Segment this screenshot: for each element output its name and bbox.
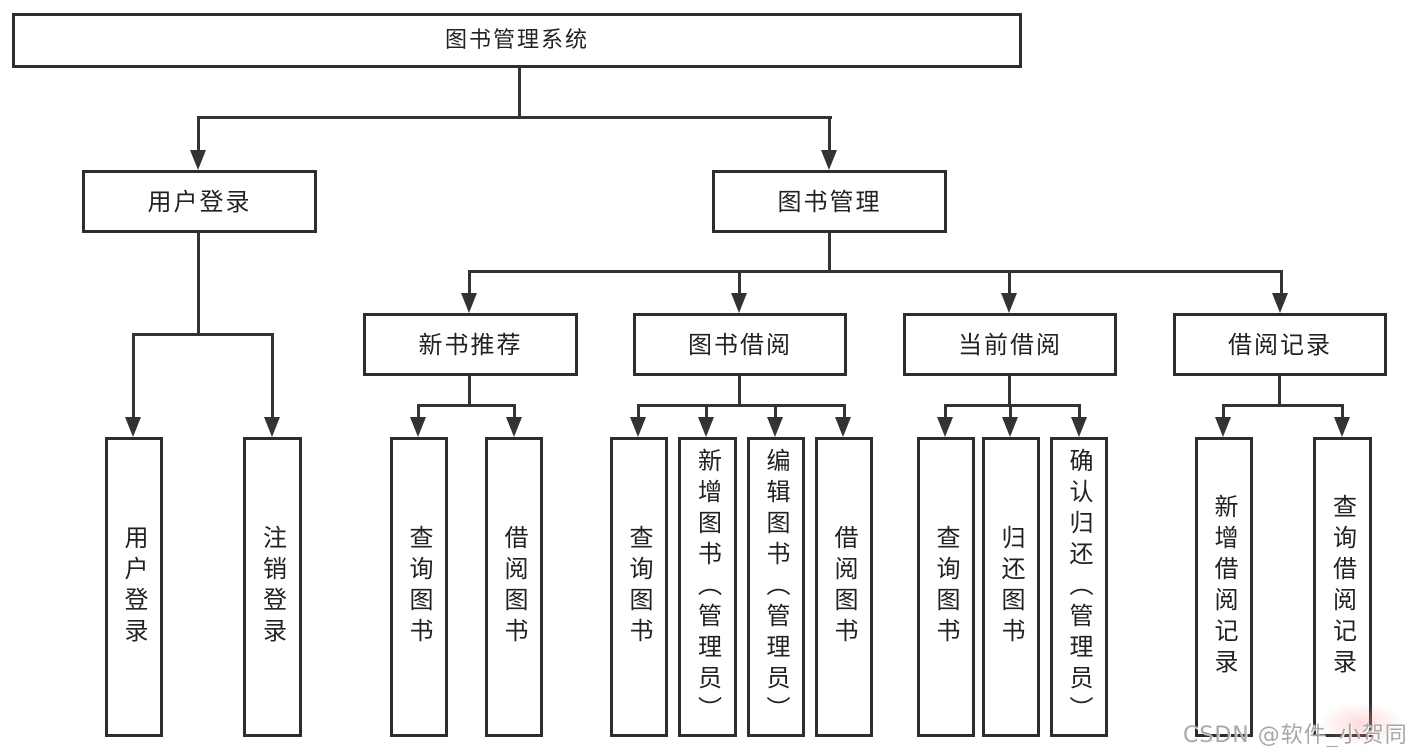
leaf-borrow-book-label: 借阅图书 (830, 525, 858, 649)
leaf-add-borrow-record: 新增借阅记录 (1195, 437, 1253, 737)
connector-line (197, 116, 200, 156)
watermark-pink-glow (1318, 702, 1405, 747)
arrow-down-icon (410, 417, 426, 437)
connector-line (637, 404, 640, 420)
leaf-user-login-label: 用户登录 (120, 525, 148, 649)
connector-line (738, 376, 741, 407)
leaf-query-book-current: 查询图书 (917, 437, 975, 737)
leaf-edit-book-admin-label: 编辑图书（管理员） (762, 447, 790, 727)
leaf-confirm-return-admin-label: 确认归还（管理员） (1065, 447, 1093, 727)
leaf-user-login: 用户登录 (105, 437, 163, 737)
arrow-down-icon (731, 293, 747, 313)
leaf-logout-login: 注销登录 (243, 437, 302, 737)
connector-line (637, 404, 846, 407)
node-book-borrow: 图书借阅 (633, 313, 847, 376)
node-root-label: 图书管理系统 (444, 27, 589, 53)
connector-line (774, 404, 777, 420)
connector-line (1008, 270, 1011, 298)
leaf-add-book-admin: 新增图书（管理员） (678, 437, 737, 737)
arrow-down-icon (1272, 293, 1288, 313)
leaf-borrow-book-recommend-label: 借阅图书 (500, 525, 528, 649)
connector-line (518, 68, 521, 119)
connector-line (944, 404, 1081, 407)
connector-line (197, 116, 832, 119)
node-book-management-label: 图书管理 (777, 187, 882, 216)
arrow-down-icon (937, 417, 953, 437)
connector-line (468, 270, 471, 298)
arrow-down-icon (264, 417, 280, 437)
node-current-borrow-label: 当前借阅 (958, 330, 1062, 359)
connector-line (271, 333, 274, 420)
leaf-query-book-recommend: 查询图书 (390, 437, 448, 737)
leaf-add-book-admin-label: 新增图书（管理员） (693, 447, 722, 727)
connector-line (1008, 376, 1011, 407)
node-borrow-record-label: 借阅记录 (1228, 330, 1332, 359)
leaf-borrow-book-recommend: 借阅图书 (485, 437, 543, 737)
node-user-login-label: 用户登录 (147, 187, 252, 216)
leaf-query-borrow-record-label: 查询借阅记录 (1328, 494, 1357, 680)
leaf-return-book-label: 归还图书 (997, 525, 1025, 649)
arrow-down-icon (835, 417, 851, 437)
arrow-down-icon (506, 417, 522, 437)
connector-line (944, 404, 947, 420)
node-book-borrow-label: 图书借阅 (688, 330, 792, 359)
arrow-down-icon (821, 150, 837, 170)
watermark: CSDN @软件_小贺同学 (1183, 723, 1405, 747)
leaf-confirm-return-admin: 确认归还（管理员） (1050, 437, 1108, 737)
connector-line (738, 270, 741, 298)
connector-line (513, 404, 516, 420)
connector-line (417, 404, 420, 420)
leaf-add-borrow-record-label: 新增借阅记录 (1210, 494, 1238, 680)
node-new-book-recommend-label: 新书推荐 (418, 330, 523, 359)
leaf-query-book-recommend-label: 查询图书 (405, 525, 433, 649)
arrow-down-icon (767, 417, 783, 437)
connector-line (705, 404, 708, 420)
arrow-down-icon (125, 417, 141, 437)
arrow-down-icon (630, 417, 646, 437)
arrow-down-icon (1002, 417, 1018, 437)
connector-line (197, 233, 200, 336)
node-book-management: 图书管理 (712, 170, 947, 233)
connector-line (468, 270, 1283, 273)
node-user-login: 用户登录 (82, 170, 317, 233)
connector-line (417, 404, 516, 407)
connector-line (132, 333, 135, 420)
connector-line (828, 233, 831, 273)
node-borrow-record: 借阅记录 (1173, 313, 1387, 376)
connector-line (132, 333, 274, 336)
arrow-down-icon (1334, 417, 1350, 437)
leaf-return-book: 归还图书 (982, 437, 1040, 737)
connector-line (1222, 404, 1225, 420)
connector-line (1222, 404, 1344, 407)
connector-line (1078, 404, 1081, 420)
leaf-borrow-book: 借阅图书 (815, 437, 873, 737)
leaf-query-book-borrow-label: 查询图书 (625, 525, 653, 649)
arrow-down-icon (698, 417, 714, 437)
connector-line (1280, 270, 1283, 298)
connector-line (1009, 404, 1012, 420)
connector-line (468, 376, 471, 407)
leaf-edit-book-admin: 编辑图书（管理员） (747, 437, 805, 737)
node-root: 图书管理系统 (12, 13, 1022, 68)
node-new-book-recommend: 新书推荐 (363, 313, 578, 376)
connector-line (1278, 376, 1281, 407)
arrow-down-icon (1215, 417, 1231, 437)
leaf-query-borrow-record: 查询借阅记录 (1313, 437, 1372, 737)
leaf-query-book-current-label: 查询图书 (932, 525, 960, 649)
leaf-logout-login-label: 注销登录 (258, 525, 287, 649)
node-current-borrow: 当前借阅 (903, 313, 1117, 376)
connector-line (843, 404, 846, 420)
connector-line (1341, 404, 1344, 420)
arrow-down-icon (1071, 417, 1087, 437)
arrow-down-icon (461, 293, 477, 313)
arrow-down-icon (190, 150, 206, 170)
connector-line (828, 116, 831, 156)
leaf-query-book-borrow: 查询图书 (610, 437, 668, 737)
arrow-down-icon (1001, 293, 1017, 313)
